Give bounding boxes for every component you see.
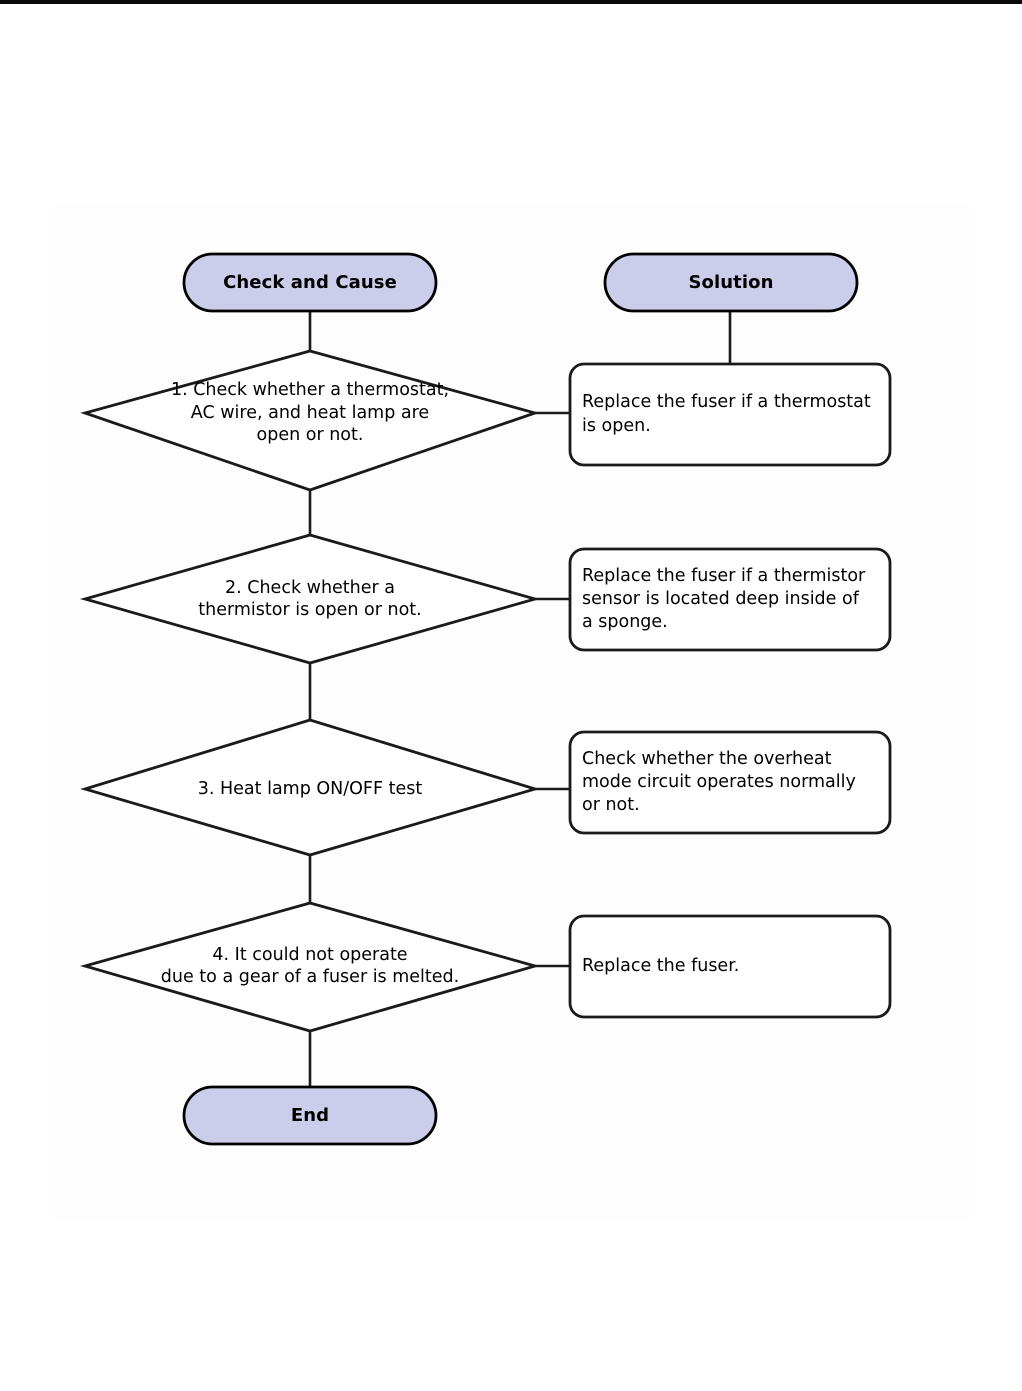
terminator-solution[interactable]	[603, 252, 859, 313]
solution-box-1[interactable]	[568, 362, 892, 467]
top-black-band	[0, 0, 1022, 4]
decision-step-3[interactable]	[80, 718, 540, 857]
solution-box-4[interactable]	[568, 914, 892, 1019]
terminator-check-and-cause[interactable]	[182, 252, 438, 313]
decision-step-4[interactable]	[79, 901, 541, 1033]
terminator-end[interactable]	[182, 1085, 438, 1146]
solution-box-2[interactable]	[568, 547, 892, 652]
decision-step-2[interactable]	[79, 533, 541, 665]
decision-step-1[interactable]	[80, 349, 540, 492]
solution-box-3[interactable]	[568, 730, 892, 835]
